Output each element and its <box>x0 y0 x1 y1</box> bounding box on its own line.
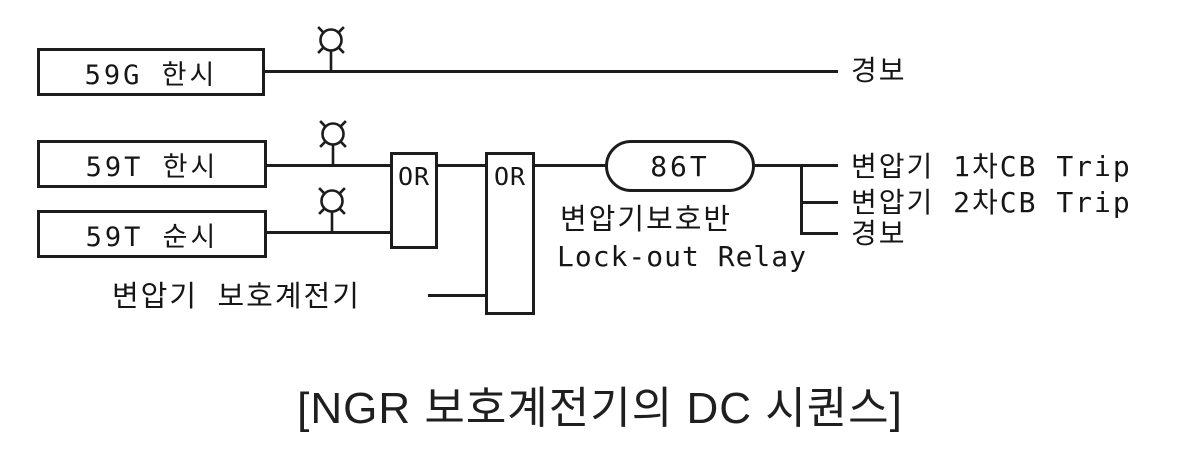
wire-branch-to-output2 <box>800 201 838 204</box>
block-86t-lockout-relay: 86T <box>605 140 755 192</box>
or-gate-2-label: OR <box>493 162 527 191</box>
wire-86t-to-outputs <box>755 164 838 167</box>
wire-59g-to-alarm <box>263 70 838 73</box>
diagram-caption: [NGR 보호계전기의 DC 시퀀스] <box>297 384 903 433</box>
output-label-trip-secondary-cb: 변압기 2차CB Trip <box>851 186 1132 219</box>
or-gate-1: OR <box>390 152 438 249</box>
or-gate-1-label: OR <box>397 162 431 191</box>
wire-branch-to-output3 <box>800 232 838 235</box>
output-label-alarm-86t: 경보 <box>851 217 907 250</box>
output-label-trip-primary-cb: 변압기 1차CB Trip <box>851 150 1132 183</box>
or-gate-2: OR <box>485 152 535 315</box>
output-label-alarm-59g: 경보 <box>851 54 907 87</box>
block-59t-inst-label: 59T 순시 <box>85 221 219 253</box>
block-59g-time-delay: 59G 한시 <box>37 48 265 96</box>
wire-or2-to-86t <box>535 164 605 167</box>
lockout-sublabel-english: Lock-out Relay <box>557 240 808 273</box>
block-59t-time-delay: 59T 한시 <box>37 140 267 188</box>
wire-transformer-relay-to-or2 <box>428 294 485 297</box>
indicator-lamp-icon <box>317 26 345 72</box>
block-59t-time-label: 59T 한시 <box>85 151 219 183</box>
input-label-transformer-protection-relay: 변압기 보호계전기 <box>112 279 361 313</box>
wire-output-branch-vertical <box>800 164 803 235</box>
block-86t-label: 86T <box>650 149 710 183</box>
indicator-lamp-icon <box>318 187 346 233</box>
wire-59t-time-to-or1 <box>267 164 390 167</box>
indicator-lamp-icon <box>319 120 347 166</box>
block-59t-instantaneous: 59T 순시 <box>37 210 267 258</box>
wire-59t-inst-to-or1 <box>267 231 390 234</box>
block-59g-label: 59G 한시 <box>84 59 218 91</box>
lockout-sublabel-korean: 변압기보호반 <box>560 202 733 236</box>
wire-or1-to-or2 <box>438 164 485 167</box>
